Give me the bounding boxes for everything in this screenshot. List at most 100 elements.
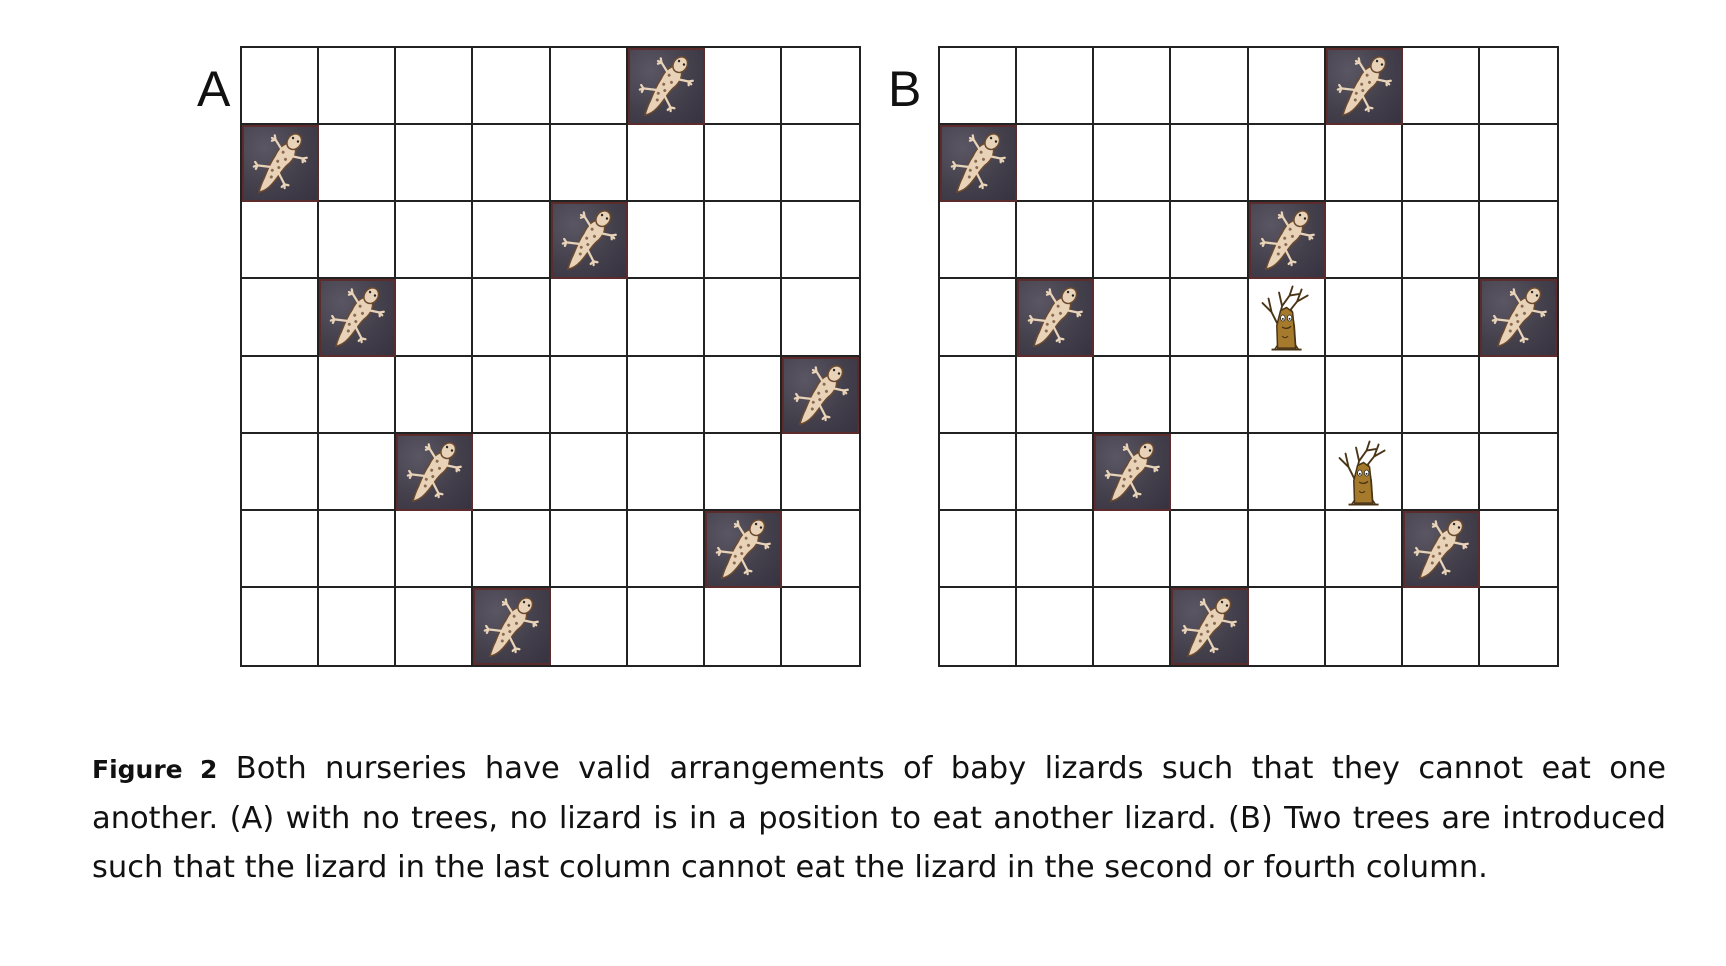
- grid-cell-lizard: [396, 433, 474, 511]
- caption-label: Figure 2: [92, 755, 218, 784]
- grid-cell-lizard: [1479, 279, 1557, 357]
- grid-cell: [627, 279, 705, 357]
- grid-cell: [627, 510, 705, 588]
- grid-cell: [1479, 434, 1557, 511]
- grid-cell: [1017, 587, 1095, 665]
- grid-cell: [940, 433, 1018, 511]
- grid-cell: [1325, 202, 1403, 280]
- grid-cell: [782, 588, 859, 665]
- grid-cell: [1325, 356, 1403, 434]
- grid-cell: [1248, 510, 1326, 588]
- grid-cell: [1171, 279, 1249, 357]
- grid-cell-lizard: [319, 279, 397, 357]
- grid-cell: [1094, 510, 1172, 588]
- grid-cell: [473, 433, 551, 511]
- grid-cell: [242, 48, 320, 126]
- grid-cell: [550, 433, 628, 511]
- grid-cell: [627, 125, 705, 203]
- grid-cell: [1402, 356, 1480, 434]
- grid-cell: [1325, 510, 1403, 588]
- grid-cell-lizard: [550, 202, 628, 280]
- grid-cell: [1325, 125, 1403, 203]
- grid-cell: [242, 356, 320, 434]
- grid-cell: [550, 279, 628, 357]
- grid-cell: [1325, 279, 1403, 357]
- grid-cell: [1094, 48, 1172, 126]
- grid-cell: [1094, 202, 1172, 280]
- grid-cell: [242, 510, 320, 588]
- grid-cell: [1017, 510, 1095, 588]
- grid-cell: [396, 356, 474, 434]
- grid-cell: [1479, 202, 1557, 280]
- grid-cell: [940, 510, 1018, 588]
- grid-cell: [319, 125, 397, 203]
- grid-cell: [1249, 587, 1326, 665]
- grid-cell: [1479, 511, 1557, 588]
- grid-cell: [704, 202, 782, 280]
- grid-cell: [781, 434, 859, 511]
- grid-cell: [1017, 433, 1095, 511]
- nursery-grid-a: [240, 46, 861, 667]
- panel-b-label: B: [888, 61, 922, 117]
- grid-cell: [1479, 48, 1557, 126]
- grid-cell: [704, 356, 782, 434]
- grid-cell: [781, 202, 859, 280]
- grid-cell: [396, 125, 474, 203]
- grid-cell: [319, 587, 397, 665]
- grid-cell-lizard: [242, 125, 320, 203]
- grid-cell: [1479, 125, 1557, 203]
- grid-cell: [940, 279, 1018, 357]
- grid-cell: [319, 48, 397, 126]
- grid-cell: [1171, 202, 1249, 280]
- grid-cell: [1171, 510, 1249, 588]
- grid-cell: [940, 356, 1018, 434]
- grid-cell: [242, 433, 320, 511]
- grid-cell-lizard: [1402, 510, 1480, 588]
- grid-cell-lizard: [1248, 202, 1326, 280]
- grid-cell: [473, 48, 551, 126]
- grid-cell-lizard: [1325, 48, 1403, 126]
- grid-cell-lizard: [940, 125, 1018, 203]
- grid-cell: [396, 202, 474, 280]
- grid-cell: [1017, 202, 1095, 280]
- grid-cell: [1479, 357, 1557, 434]
- grid-cell: [473, 202, 551, 280]
- grid-cell: [1402, 48, 1480, 126]
- grid-cell: [396, 279, 474, 357]
- grid-cell: [242, 279, 320, 357]
- grid-cell: [1326, 587, 1403, 665]
- figure-caption: Figure 2 Both nurseries have valid arran…: [92, 744, 1666, 892]
- grid-cell: [1402, 279, 1480, 357]
- grid-cell: [627, 433, 705, 511]
- grid-cell: [781, 125, 859, 203]
- grid-cell: [319, 202, 397, 280]
- grid-cell: [1017, 48, 1095, 126]
- grid-cell: [1017, 356, 1095, 434]
- grid-cell-lizard: [1094, 433, 1172, 511]
- grid-cell: [1171, 433, 1249, 511]
- grid-cell: [242, 202, 320, 280]
- grid-cell: [1248, 125, 1326, 203]
- grid-cell: [551, 587, 628, 665]
- grid-cell-lizard: [704, 510, 782, 588]
- grid-cell-lizard: [473, 587, 551, 665]
- grid-cell: [473, 125, 551, 203]
- grid-cell: [473, 356, 551, 434]
- grid-cell: [319, 356, 397, 434]
- grid-cell: [1171, 356, 1249, 434]
- grid-cell-lizard: [781, 356, 859, 434]
- grid-cell-lizard: [1171, 587, 1249, 665]
- grid-cell: [704, 48, 782, 126]
- nursery-grid-b: [938, 46, 1559, 667]
- grid-cell: [473, 510, 551, 588]
- grid-cell: [1094, 125, 1172, 203]
- grid-cell: [550, 356, 628, 434]
- grid-cell: [1171, 48, 1249, 126]
- panel-a-label: A: [197, 61, 231, 117]
- grid-cell: [1403, 587, 1480, 665]
- grid-cell: [550, 125, 628, 203]
- grid-cell: [628, 587, 705, 665]
- grid-cell: [940, 202, 1018, 280]
- grid-cell: [550, 510, 628, 588]
- grid-cell: [319, 433, 397, 511]
